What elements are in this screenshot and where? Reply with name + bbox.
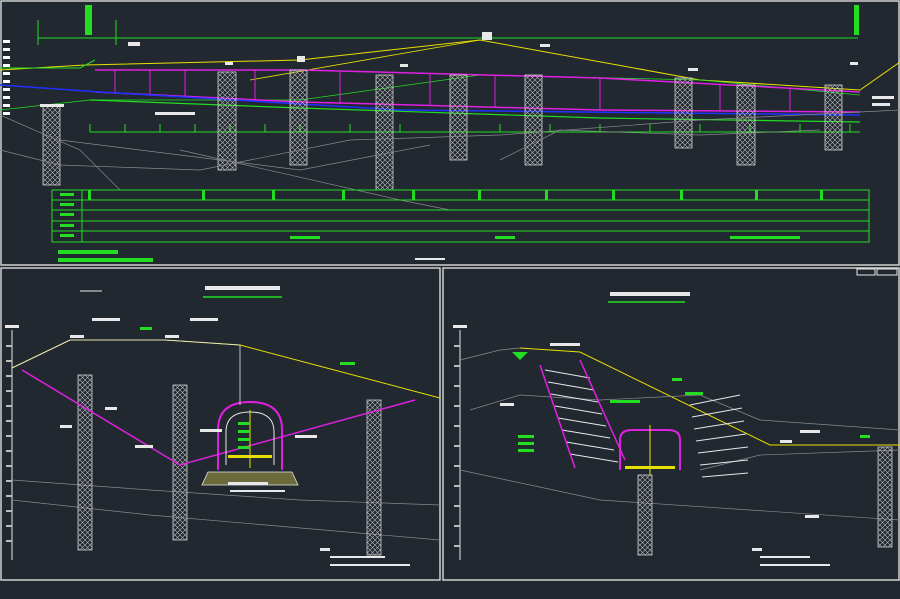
cross-section-right — [453, 268, 900, 566]
profile-table — [51, 189, 870, 243]
longitudinal-profile — [0, 5, 900, 262]
cross-section-left — [5, 286, 441, 566]
piles-profile — [42, 69, 843, 191]
panel-frames — [0, 0, 900, 581]
